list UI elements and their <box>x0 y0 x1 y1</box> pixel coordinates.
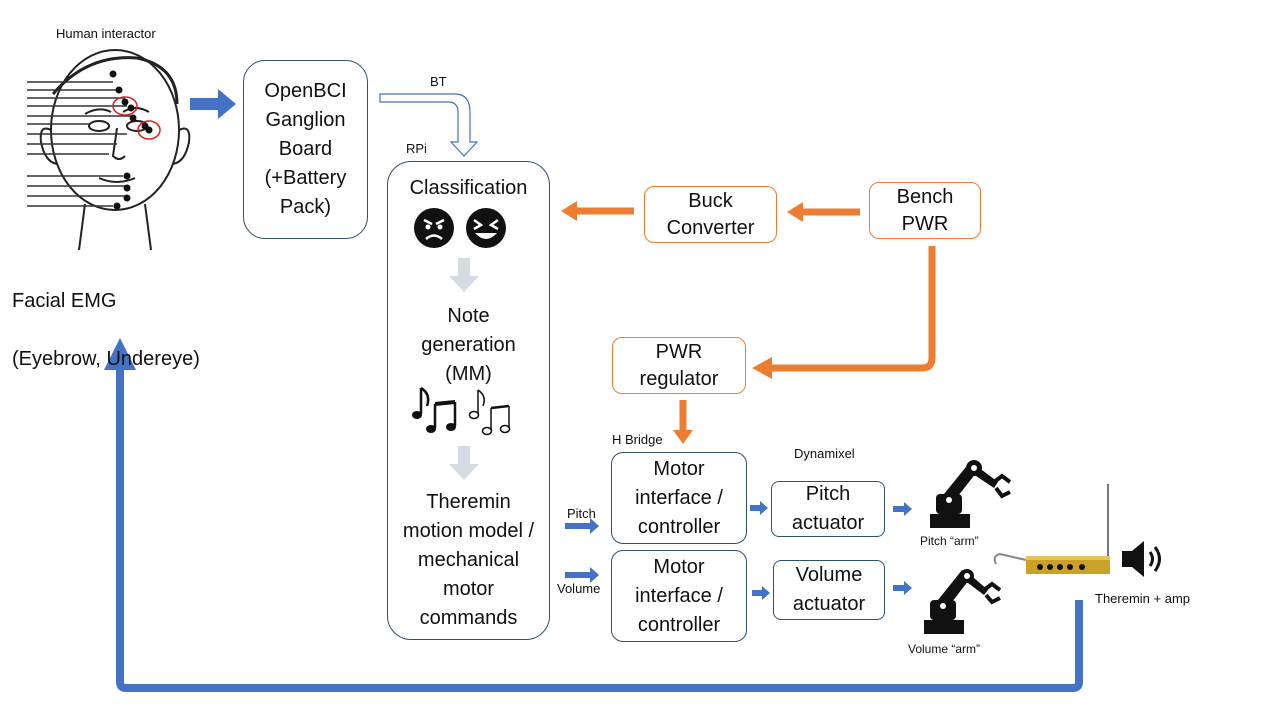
feedback-loop-line <box>116 368 1083 692</box>
bt-arrow <box>379 93 479 157</box>
pitch-actuator-box: Pitch actuator <box>771 481 885 537</box>
motor1-to-pitch-arrow <box>750 501 768 515</box>
theremin-amp-label: Theremin + amp <box>1095 591 1191 606</box>
facial-emg-sites: (Eyebrow, Undereye) <box>12 348 200 370</box>
theremin-model-label: Theremin motion model / mechanical motor… <box>402 491 535 629</box>
pitch-arm-label: Pitch “arm” <box>920 534 979 548</box>
h-bridge-label: H Bridge <box>612 432 663 447</box>
motor-controller-pitch-box: Motor interface / controller <box>611 452 747 544</box>
emotion-faces <box>414 208 506 248</box>
facial-emg-caption: Facial EMG (Eyebrow, Undereye) <box>12 258 200 403</box>
feedback-loop-arrowhead <box>104 338 136 370</box>
rpi-box <box>387 161 550 640</box>
openbci-board-box: OpenBCI Ganglion Board (+Battery Pack) <box>243 60 368 239</box>
note-generation-label: Note generation (MM) <box>421 305 516 385</box>
dynamixel-label: Dynamixel <box>794 446 855 461</box>
speaker-icon <box>1122 541 1161 577</box>
small-blue-arrows <box>565 501 912 600</box>
pitch-label: Pitch <box>567 506 596 521</box>
pwr-regulator-box: PWR regulator <box>612 337 746 394</box>
volume-to-arm-arrow <box>893 581 912 595</box>
pitch-arrow <box>565 518 599 534</box>
volume-actuator-box: Volume actuator <box>773 560 885 620</box>
bench-pwr-box: Bench PWR <box>869 182 981 239</box>
facial-emg-title: Facial EMG <box>12 290 117 312</box>
bench-to-regulator-line <box>770 246 936 372</box>
volume-arm-label: Volume “arm” <box>908 642 981 656</box>
rpi-label: RPi <box>406 141 427 156</box>
down-arrow-2 <box>449 446 479 480</box>
face-sketch-icon <box>27 49 191 250</box>
angry-face-icon <box>414 208 454 248</box>
robot-arm-icon <box>930 460 1012 528</box>
theremin-icon <box>993 484 1110 574</box>
pitch-to-arm-arrow <box>893 502 912 516</box>
laughing-face-icon <box>466 208 506 248</box>
buck-converter-box: Buck Converter <box>644 186 777 243</box>
motor-controller-volume-box: Motor interface / controller <box>611 550 747 642</box>
robot-arm-icon <box>924 569 1002 634</box>
volume-arrow <box>565 567 599 583</box>
music-notes-icon <box>412 386 511 436</box>
motor2-to-volume-arrow <box>752 586 770 600</box>
human-interactor-label: Human interactor <box>56 26 156 41</box>
classification-label: Classification <box>409 177 528 199</box>
bt-label: BT <box>430 74 447 89</box>
bench-to-regulator-arrowhead <box>752 357 772 379</box>
volume-label: Volume <box>557 581 601 596</box>
face-to-board-arrow <box>190 89 236 119</box>
down-arrow-1 <box>449 258 479 292</box>
